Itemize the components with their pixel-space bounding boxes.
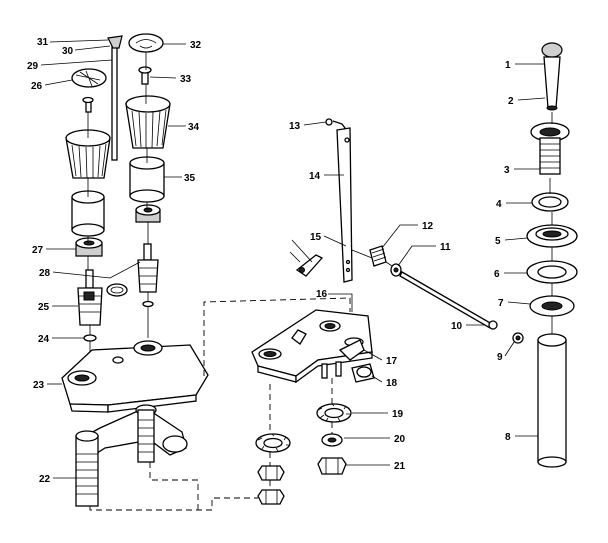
- washer-24: [83, 334, 97, 342]
- callout-23: 23: [33, 380, 45, 391]
- callout-22: 22: [39, 474, 51, 485]
- stopper-2: [543, 56, 561, 109]
- callout-18: 18: [386, 378, 398, 389]
- callout-15: 15: [310, 232, 322, 243]
- callout-20: 20: [394, 434, 406, 445]
- callout-24: 24: [38, 334, 50, 345]
- callout-5: 5: [495, 236, 501, 247]
- callout-35: 35: [184, 173, 196, 184]
- hex-nut-left: [257, 465, 285, 481]
- coupling-nut-left: [257, 489, 285, 505]
- left-handle-assembly: [65, 35, 123, 342]
- shank-assembly-22: [75, 404, 188, 507]
- valve-stem-25: [85, 269, 94, 289]
- clevis-15: [295, 254, 324, 277]
- callout-6: 6: [494, 269, 500, 280]
- callout-2: 2: [508, 96, 514, 107]
- rod-knob-30: [107, 35, 123, 49]
- drain-assembly: [526, 42, 578, 468]
- tailpiece-8: [537, 339, 567, 463]
- callout-7: 7: [498, 298, 504, 309]
- lock-washer-19: [316, 403, 352, 423]
- callout-29: 29: [27, 61, 39, 72]
- callout-11: 11: [440, 242, 451, 253]
- callout-9: 9: [497, 352, 503, 363]
- callout-3: 3: [504, 165, 510, 176]
- callout-4: 4: [496, 199, 502, 210]
- faucet-body-23: [61, 340, 209, 413]
- callout-16: 16: [316, 289, 328, 300]
- callout-28: 28: [39, 268, 51, 279]
- callout-19: 19: [392, 409, 404, 420]
- callout-30: 30: [62, 46, 74, 57]
- lift-strap-14: [336, 127, 353, 283]
- callout-21: 21: [394, 461, 406, 472]
- lift-rod-29: [111, 39, 118, 161]
- hex-nut-21: [317, 457, 347, 475]
- callout-12: 12: [422, 221, 434, 232]
- callout-17: 17: [386, 356, 398, 367]
- washer-20: [321, 433, 343, 447]
- screws-18: [321, 361, 375, 383]
- callout-25: 25: [38, 302, 50, 313]
- leader-lines: [40, 39, 546, 479]
- drain-linkage-assembly: [289, 118, 524, 344]
- callout-10: 10: [451, 321, 463, 332]
- callout-31: 31: [37, 37, 49, 48]
- callout-8: 8: [505, 432, 511, 443]
- o-ring-28: [106, 283, 128, 297]
- callout-33: 33: [180, 74, 192, 85]
- callout-13: 13: [289, 121, 301, 132]
- pivot-rod-10: [399, 271, 493, 329]
- callout-labels: 31 30 29 26 32 33 34 35 27 28 25 24 23 2…: [27, 37, 514, 485]
- callout-27: 27: [32, 245, 44, 256]
- callout-32: 32: [190, 40, 202, 51]
- callout-34: 34: [188, 122, 200, 133]
- callout-14: 14: [309, 171, 321, 182]
- stopper-knob-1: [541, 42, 563, 58]
- callout-26: 26: [31, 81, 43, 92]
- mounting-plate-16: [251, 309, 373, 384]
- callout-1: 1: [505, 60, 511, 71]
- index-cap-32: [128, 33, 164, 53]
- lock-washer-left: [255, 433, 291, 453]
